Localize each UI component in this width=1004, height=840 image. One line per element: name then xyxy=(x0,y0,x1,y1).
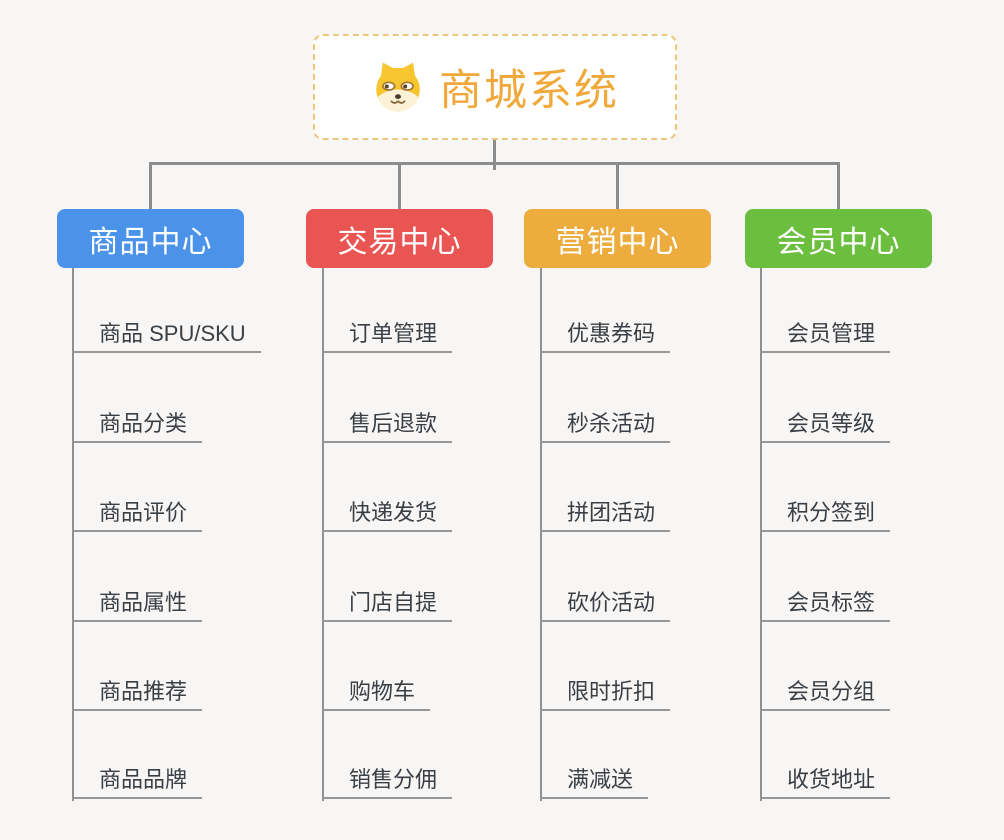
child-topic[interactable]: 商品分类 xyxy=(72,403,203,443)
branch-vertical-line xyxy=(322,268,324,801)
child-topic[interactable]: 会员标签 xyxy=(760,582,891,622)
child-topic[interactable]: 门店自提 xyxy=(322,582,453,622)
branch-label: 交易中心 xyxy=(337,225,462,259)
branch-node-trade-center[interactable]: 交易中心 xyxy=(306,209,493,268)
connector-drop xyxy=(616,162,619,210)
child-topic[interactable]: 快递发货 xyxy=(322,492,453,532)
child-topic[interactable]: 销售分佣 xyxy=(322,759,453,799)
child-topic[interactable]: 售后退款 xyxy=(322,403,453,443)
child-topic[interactable]: 购物车 xyxy=(322,671,431,711)
child-topic[interactable]: 商品推荐 xyxy=(72,671,203,711)
root-node[interactable]: 商城系统 xyxy=(313,34,677,140)
branch-column-trade: 订单管理 售后退款 快递发货 门店自提 购物车 销售分佣 xyxy=(322,268,567,808)
root-label: 商城系统 xyxy=(439,67,619,115)
child-topic[interactable]: 收货地址 xyxy=(760,759,891,799)
branch-column-member: 会员管理 会员等级 积分签到 会员标签 会员分组 收货地址 xyxy=(760,268,1004,808)
child-topic[interactable]: 优惠券码 xyxy=(540,313,671,353)
child-topic[interactable]: 积分签到 xyxy=(760,492,891,532)
branch-label: 商品中心 xyxy=(88,225,213,259)
child-topic[interactable]: 满减送 xyxy=(540,759,649,799)
branch-vertical-line xyxy=(72,268,74,801)
branch-label: 会员中心 xyxy=(776,225,901,259)
branch-node-member-center[interactable]: 会员中心 xyxy=(745,209,932,268)
connector-horizontal xyxy=(149,162,839,165)
child-topic[interactable]: 秒杀活动 xyxy=(540,403,671,443)
connector-root-stub xyxy=(493,139,496,170)
child-topic[interactable]: 商品评价 xyxy=(72,492,203,532)
child-topic[interactable]: 会员等级 xyxy=(760,403,891,443)
connector-drop xyxy=(398,162,401,210)
child-topic[interactable]: 商品 SPU/SKU xyxy=(72,313,261,353)
branch-label: 营销中心 xyxy=(555,225,680,259)
branch-vertical-line xyxy=(540,268,542,801)
branch-column-product: 商品 SPU/SKU 商品分类 商品评价 商品属性 商品推荐 商品品牌 xyxy=(72,268,317,808)
child-topic[interactable]: 限时折扣 xyxy=(540,671,671,711)
child-topic[interactable]: 拼团活动 xyxy=(540,492,671,532)
branch-node-marketing-center[interactable]: 营销中心 xyxy=(524,209,711,268)
child-topic[interactable]: 订单管理 xyxy=(322,313,453,353)
child-topic[interactable]: 商品属性 xyxy=(72,582,203,622)
branch-vertical-line xyxy=(760,268,762,801)
child-topic[interactable]: 会员分组 xyxy=(760,671,891,711)
child-topic[interactable]: 会员管理 xyxy=(760,313,891,353)
branch-column-marketing: 优惠券码 秒杀活动 拼团活动 砍价活动 限时折扣 满减送 xyxy=(540,268,785,808)
child-topic[interactable]: 砍价活动 xyxy=(540,582,671,622)
connector-drop xyxy=(149,162,152,210)
child-topic[interactable]: 商品品牌 xyxy=(72,759,203,799)
connector-drop xyxy=(837,162,840,210)
branch-node-product-center[interactable]: 商品中心 xyxy=(57,209,244,268)
dog-face-icon xyxy=(371,61,425,113)
